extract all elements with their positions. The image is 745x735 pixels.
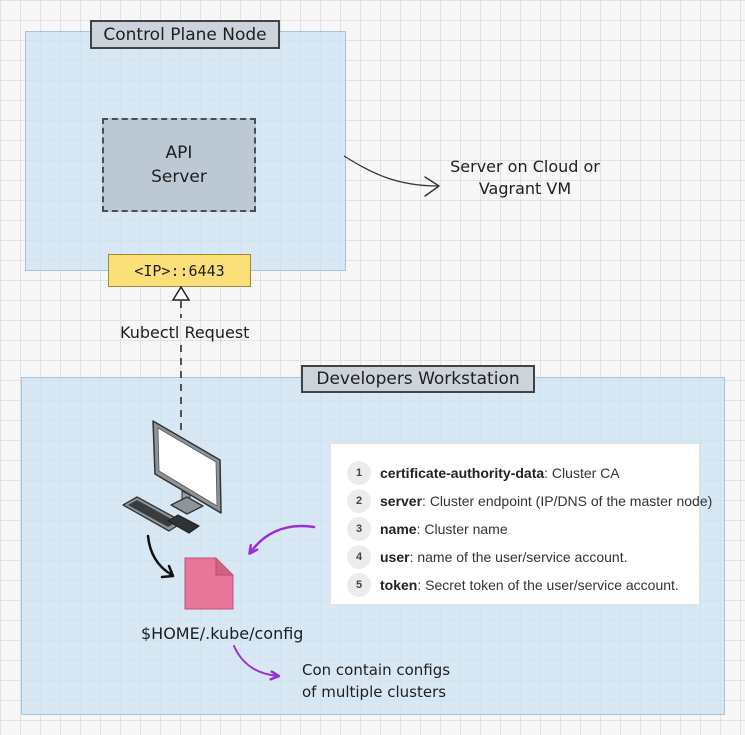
kube-config-path-label: $HOME/.kube/config (141, 624, 304, 643)
config-file-icon (184, 557, 234, 610)
keyboard-icon (122, 496, 184, 532)
field-number-badge: 4 (347, 545, 371, 569)
api-server-box[interactable]: API Server (102, 118, 256, 212)
cloud-note-arrowhead-icon (424, 176, 440, 197)
cloud-server-note-line1: Server on Cloud or (450, 157, 600, 176)
api-server-label-line2: Server (151, 167, 207, 187)
field-key: token (380, 577, 418, 593)
field-description: : Cluster endpoint (IP/DNS of the master… (422, 493, 713, 509)
kubectl-arrowhead-icon (171, 285, 191, 301)
developers-workstation-title: Developers Workstation (301, 365, 535, 393)
field-key: server (380, 493, 423, 509)
computer-to-config-arrowhead-icon (160, 564, 175, 579)
kubeconfig-fields-card: 1 certificate-authority-data : Cluster C… (330, 443, 712, 605)
multi-cluster-note-line1: Con contain configs (302, 661, 451, 679)
field-key: certificate-authority-data (380, 465, 545, 481)
field-number-badge: 5 (347, 573, 371, 597)
config-field-row: 4 user : name of the user/service accoun… (347, 543, 699, 571)
multi-cluster-note: Con contain configs of multiple clusters (302, 659, 450, 703)
config-field-row: 2 server : Cluster endpoint (IP/DNS of t… (347, 487, 712, 515)
info-to-config-arrow (250, 524, 316, 553)
computer-to-config-arrow (146, 534, 174, 577)
field-description: : name of the user/service account. (409, 549, 628, 565)
config-field-row: 1 certificate-authority-data : Cluster C… (347, 459, 699, 487)
api-server-label-line1: API (165, 143, 193, 163)
cloud-note-arrow (343, 155, 439, 187)
kubectl-request-label: Kubectl Request (120, 323, 250, 342)
api-port-label: <IP>::6443 (108, 254, 251, 287)
field-description: : Cluster CA (544, 465, 620, 481)
field-key: user (380, 549, 410, 565)
control-plane-node-title: Control Plane Node (90, 20, 280, 49)
config-field-row: 5 token : Secret token of the user/servi… (347, 571, 699, 599)
mouse-icon (167, 514, 200, 534)
field-key: name (380, 521, 417, 537)
config-to-note-arrow (233, 645, 278, 676)
field-number-badge: 2 (347, 489, 371, 513)
cloud-server-note-line2: Vagrant VM (478, 179, 572, 198)
cloud-server-note: Server on Cloud or Vagrant VM (440, 156, 610, 200)
field-description: : Secret token of the user/service accou… (417, 577, 679, 593)
field-description: : Cluster name (416, 521, 508, 537)
config-field-row: 3 name : Cluster name (347, 515, 699, 543)
multi-cluster-note-line2: of multiple clusters (302, 683, 447, 701)
field-number-badge: 3 (347, 517, 371, 541)
field-number-badge: 1 (347, 461, 371, 485)
desktop-computer-icon (152, 420, 222, 515)
